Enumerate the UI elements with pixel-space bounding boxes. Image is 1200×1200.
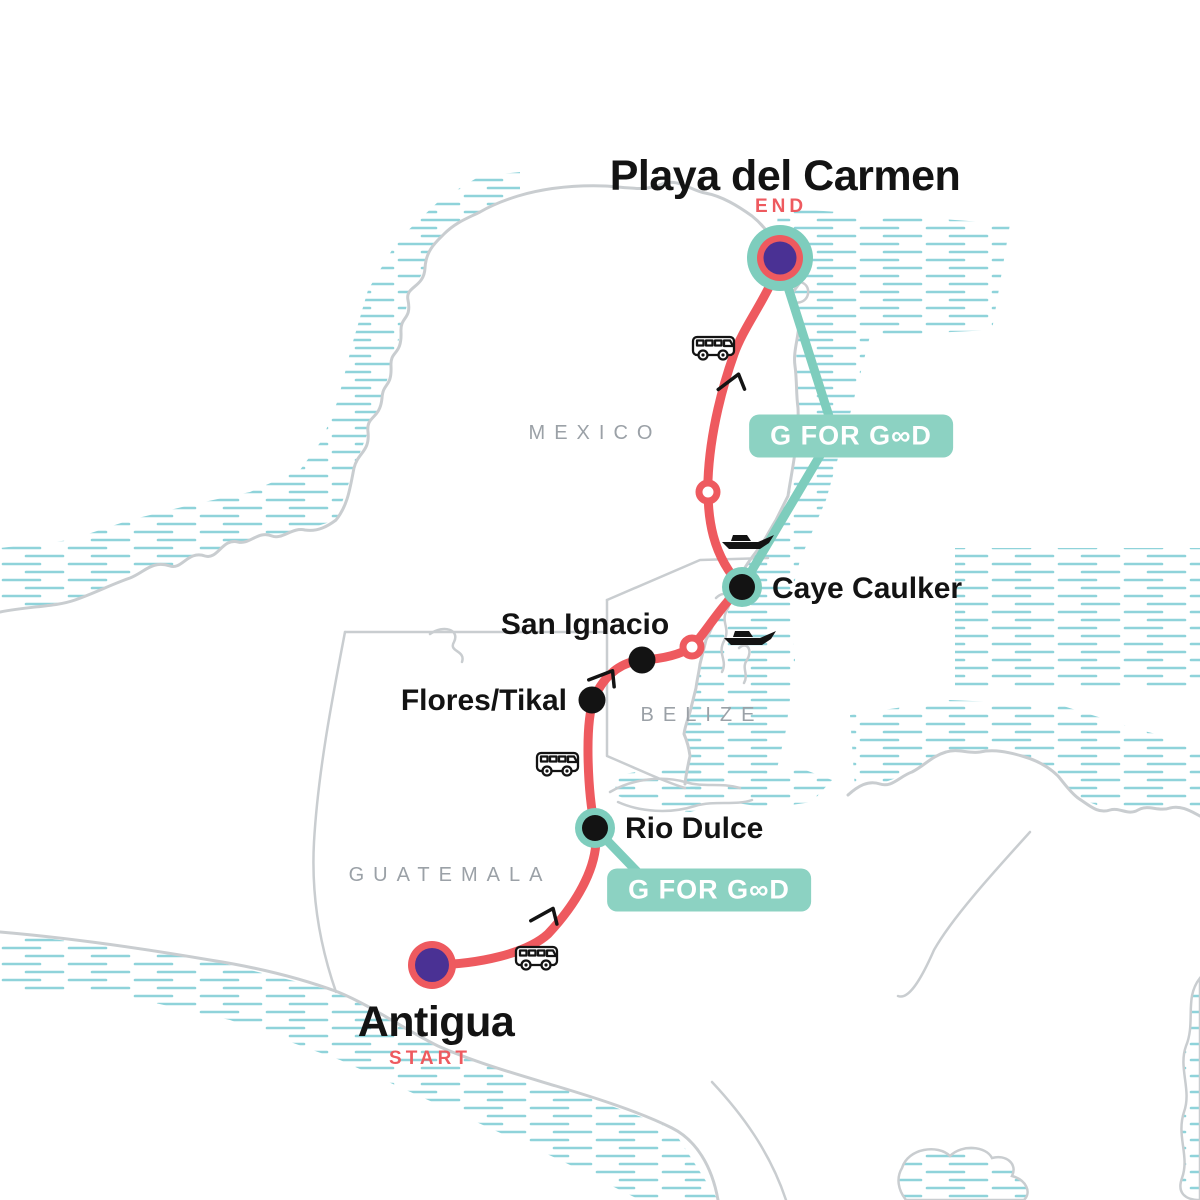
start-tag: START (389, 1048, 471, 1069)
bus-icon (535, 751, 580, 777)
stop-label-san-ignacio: San Ignacio (500, 608, 670, 641)
end-tag: END (754, 196, 808, 217)
route-direction-arrow (587, 669, 616, 689)
start-city-label: Antigua (357, 998, 515, 1046)
stop-label-caye-caulker: Caye Caulker (772, 572, 963, 605)
start-marker (408, 941, 456, 989)
stop-marker-san-ignacio (628, 646, 656, 674)
transfer-marker-mexico (695, 479, 721, 505)
route-direction-arrow (716, 372, 747, 392)
g-for-good-badge: G FOR G∞D (607, 868, 811, 912)
end-marker (747, 225, 813, 291)
tour-route-line (429, 257, 785, 970)
lake (897, 975, 1200, 1200)
stop-marker-caye-caulker (722, 567, 762, 607)
transfer-marker-belize-city (679, 634, 705, 660)
stop-marker-rio-dulce (575, 808, 615, 848)
stop-label-rio-dulce: Rio Dulce (625, 812, 764, 845)
g-for-good-badge: G FOR G∞D (749, 414, 953, 458)
country-label-guatemala: GUATEMALA (348, 864, 552, 886)
coastline (0, 180, 1200, 1200)
country-label-mexico: MEXICO (528, 422, 662, 444)
bus-icon (514, 945, 559, 971)
end-city-label: Playa del Carmen (609, 152, 961, 200)
route-direction-arrow (529, 906, 559, 926)
country-label-belize: BELIZE (640, 704, 764, 726)
stop-marker-flores-tikal (578, 686, 606, 714)
bus-icon (691, 335, 736, 361)
sea-hatching (0, 172, 1200, 1200)
stop-label-flores-tikal: Flores/Tikal (400, 684, 567, 717)
country-border (312, 556, 1032, 1200)
